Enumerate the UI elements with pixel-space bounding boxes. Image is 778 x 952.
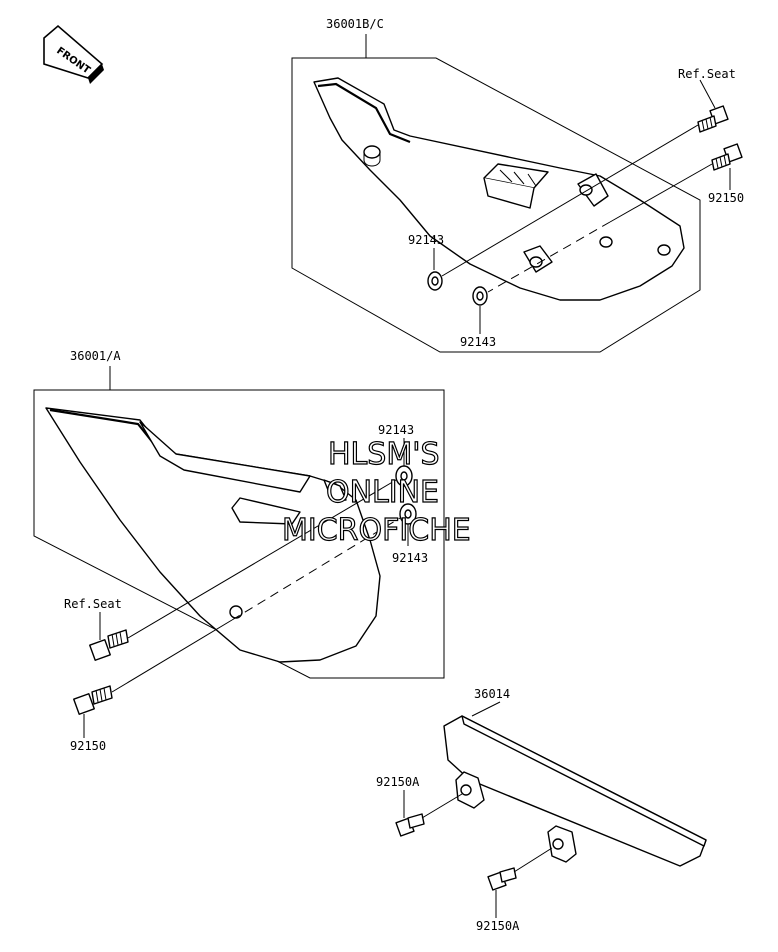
label-36001a: 36001/A xyxy=(70,349,121,363)
bolt-ref-seat-top-icon xyxy=(697,105,729,133)
label-ref-seat-bottom: Ref.Seat xyxy=(64,597,122,611)
front-arrow-icon: FRONT xyxy=(43,24,104,84)
label-92150-top: 92150 xyxy=(708,191,744,205)
assembly-36001bc: 36001B/C Ref.Seat 92150 92143 92143 xyxy=(291,17,744,353)
label-92150-bottom: 92150 xyxy=(70,739,106,753)
washer-92143-d-icon xyxy=(399,503,417,525)
label-ref-seat-top: Ref.Seat xyxy=(678,67,736,81)
watermark-line1: HLSM'S xyxy=(328,437,440,472)
washer-92143-b-icon xyxy=(472,286,488,306)
bolt-92150-bottom-icon xyxy=(73,685,113,715)
label-36014: 36014 xyxy=(474,687,510,701)
bolt-92150-top-icon xyxy=(711,143,743,171)
label-92150a-top: 92150A xyxy=(376,775,420,789)
label-92143-a: 92143 xyxy=(408,233,444,247)
assembly-36001a: 36001/A 92143 92143 Ref.Seat 92150 xyxy=(33,349,445,753)
assembly-36001bc-frame xyxy=(291,57,701,353)
watermark: HLSM'S ONLINE MICROFICHE xyxy=(281,436,471,548)
bolt-92150a-bottom-icon xyxy=(487,867,517,891)
side-cover-right xyxy=(313,77,685,301)
bolt-92150a-top-icon xyxy=(395,813,425,837)
label-92143-d: 92143 xyxy=(392,551,428,565)
label-36001bc: 36001B/C xyxy=(326,17,384,31)
assembly-36001a-frame xyxy=(33,389,445,679)
chain-guard xyxy=(443,715,707,867)
washer-92143-a-icon xyxy=(427,271,443,291)
label-92143-c: 92143 xyxy=(378,423,414,437)
label-92143-b: 92143 xyxy=(460,335,496,349)
watermark-line3: MICROFICHE xyxy=(282,513,471,548)
watermark-line2: ONLINE xyxy=(326,475,439,510)
assembly-36014: 36014 92150A 92150A xyxy=(376,687,707,933)
bolt-ref-seat-bottom-icon xyxy=(89,629,129,661)
label-92150a-bottom: 92150A xyxy=(476,919,520,933)
washer-92143-c-icon xyxy=(395,465,413,487)
